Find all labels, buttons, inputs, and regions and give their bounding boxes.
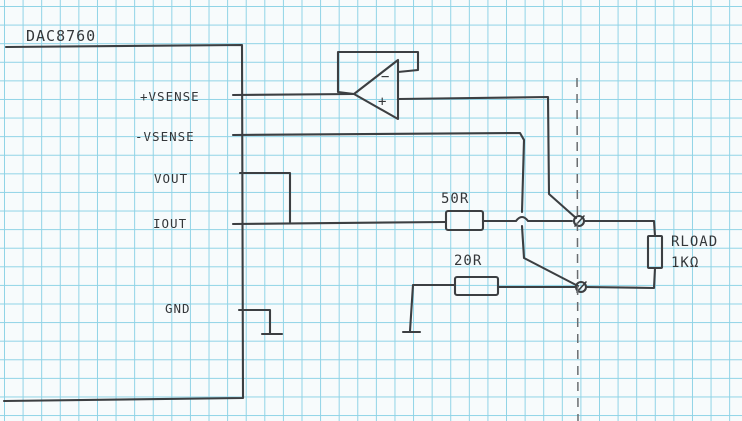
vout-wire xyxy=(238,171,292,224)
resistor-20r-body xyxy=(453,275,500,297)
load-resistor: RLOAD 1KΩ xyxy=(646,234,718,271)
load-resistor-value: 1KΩ xyxy=(671,255,699,271)
dac8760-chip: DAC8760 xyxy=(2,27,245,403)
load-top-wire xyxy=(582,219,657,238)
resistor-20r-ground-wire xyxy=(408,283,457,333)
terminal-slash xyxy=(576,281,587,293)
gnd-wire xyxy=(237,308,272,336)
load-resistor-body xyxy=(646,234,664,270)
pin-label-gnd: GND xyxy=(165,301,191,316)
pin-label-plus-vsense: +VSENSE xyxy=(140,89,200,104)
resistor-20r-label: 20R xyxy=(454,253,482,269)
opamp-plus-sense-wire xyxy=(396,95,578,220)
opamp-feedback-wire xyxy=(336,50,420,96)
chip-outline xyxy=(2,43,245,403)
opamp-minus-sign: − xyxy=(381,69,390,85)
pin-label-iout: IOUT xyxy=(153,216,187,231)
load-bottom-wire xyxy=(584,266,657,290)
resistor-50r-to-terminal-wire xyxy=(481,215,574,223)
plus-vsense-wire xyxy=(231,92,356,97)
resistor-50r: 50R xyxy=(441,191,485,232)
minus-vsense-wire xyxy=(231,131,526,214)
chip-name: DAC8760 xyxy=(26,27,96,45)
minus-vsense-to-terminal-wire xyxy=(520,224,580,288)
pin-label-minus-vsense: -VSENSE xyxy=(135,129,195,144)
opamp-triangle xyxy=(352,58,400,121)
terminal-slash xyxy=(574,215,585,227)
resistor-50r-body xyxy=(444,209,485,232)
resistor-20r: 20R xyxy=(453,253,500,297)
resistor-50r-label: 50R xyxy=(441,191,469,207)
board-boundary-line xyxy=(576,77,579,421)
upper-terminal xyxy=(572,214,586,228)
iout-wire xyxy=(231,220,448,226)
pin-label-vout: VOUT xyxy=(154,171,188,186)
load-resistor-name: RLOAD xyxy=(671,234,718,250)
opamp-buffer: − + xyxy=(336,50,420,121)
opamp-plus-sign: + xyxy=(378,94,387,110)
